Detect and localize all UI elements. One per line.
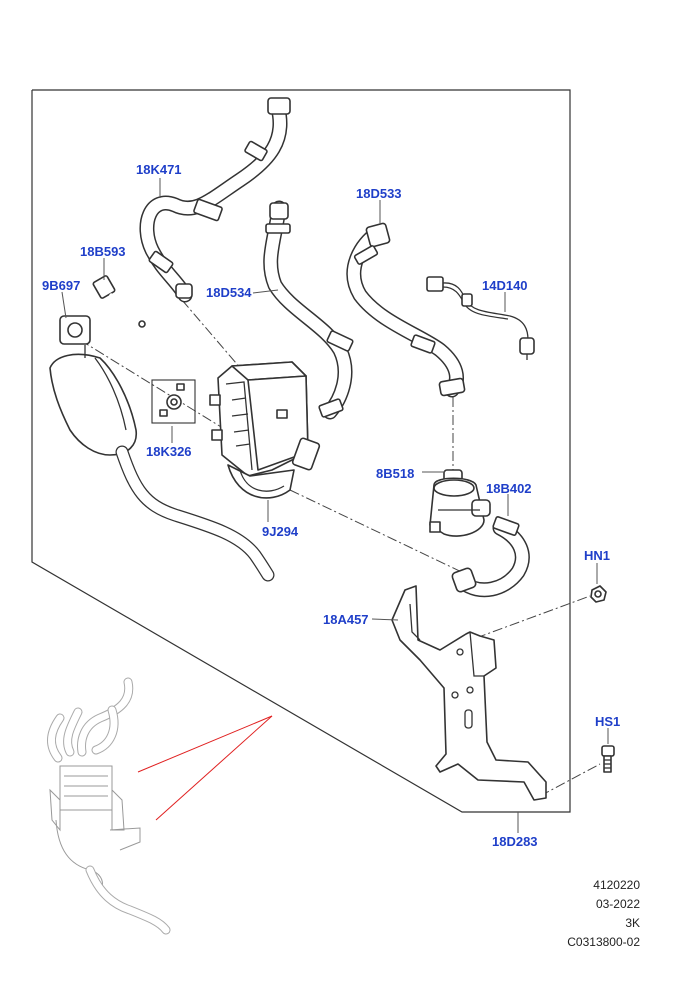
label-14D140: 14D140: [482, 278, 528, 293]
heater-9J294: [209, 361, 321, 499]
label-18D283: 18D283: [492, 834, 538, 849]
nut-HN1: [590, 585, 607, 603]
label-9B697: 9B697: [42, 278, 80, 293]
pump-8B518: [429, 469, 491, 537]
hose-18D533: [346, 222, 466, 398]
label-HS1: HS1: [595, 714, 620, 729]
hose-18D534: [263, 200, 354, 420]
label-18K471: 18K471: [136, 162, 182, 177]
label-HN1: HN1: [584, 548, 610, 563]
bolt-HS1: [601, 745, 615, 773]
exhaust-9B697: [49, 315, 275, 582]
clip-18K326: [151, 379, 196, 424]
leader-lines: [61, 178, 609, 833]
drawing-number: 4120220: [593, 878, 640, 892]
assembly-lines: [79, 299, 601, 797]
label-18B402: 18B402: [486, 481, 532, 496]
assembly-frame: [31, 89, 571, 813]
label-18K326: 18K326: [146, 444, 192, 459]
label-9J294: 9J294: [262, 524, 299, 539]
hose-18B402: [451, 516, 530, 598]
label-8B518: 8B518: [376, 466, 414, 481]
sensor-14D140: [426, 276, 535, 360]
label-18B593: 18B593: [80, 244, 126, 259]
hose-18K471: [139, 97, 291, 303]
inset-overview: [47, 677, 273, 935]
drawing-code: 3K: [625, 916, 640, 930]
drawing-info: 4120220 03-2022 3K C0313800-02: [540, 876, 640, 952]
drawing-date: 03-2022: [595, 897, 640, 911]
label-18D533: 18D533: [356, 186, 402, 201]
label-18D534: 18D534: [206, 285, 252, 300]
label-18A457: 18A457: [323, 612, 369, 627]
sensor-18B593: [92, 275, 146, 328]
bracket-18A457: [391, 585, 547, 801]
drawing-reference: C0313800-02: [567, 935, 640, 949]
